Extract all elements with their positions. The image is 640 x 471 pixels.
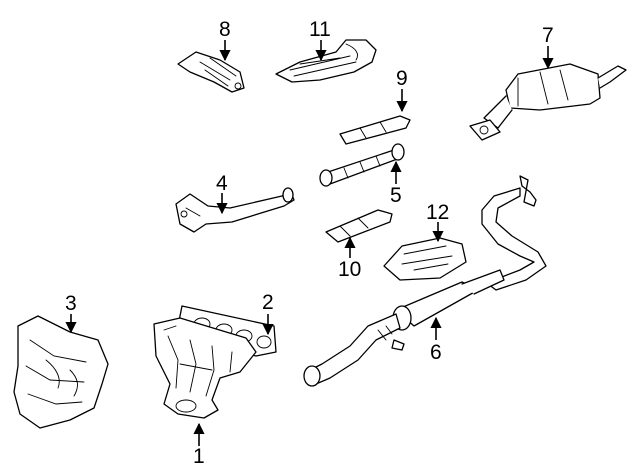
part-1-exhaust-manifold bbox=[153, 317, 257, 419]
callout-8: 8 bbox=[219, 18, 231, 62]
part-7-muffler bbox=[469, 63, 627, 141]
svg-text:12: 12 bbox=[426, 201, 449, 224]
callout-3: 3 bbox=[65, 292, 77, 334]
svg-text:4: 4 bbox=[216, 172, 228, 195]
part-11-heat-shield bbox=[275, 39, 377, 83]
part-5-flex-pipe bbox=[319, 143, 405, 187]
callout-9: 9 bbox=[396, 67, 408, 113]
callout-1: 1 bbox=[193, 422, 205, 468]
svg-text:5: 5 bbox=[390, 184, 402, 207]
part-12-heat-shield bbox=[383, 237, 467, 281]
svg-text:8: 8 bbox=[219, 18, 231, 41]
part-6-center-pipe bbox=[303, 175, 547, 387]
svg-text:9: 9 bbox=[396, 67, 408, 90]
callout-12: 12 bbox=[426, 201, 449, 243]
callout-6: 6 bbox=[430, 316, 442, 364]
svg-text:10: 10 bbox=[338, 258, 361, 281]
svg-text:6: 6 bbox=[430, 341, 442, 364]
part-8-heat-shield bbox=[177, 51, 245, 93]
callout-7: 7 bbox=[542, 24, 554, 70]
part-4-front-pipe bbox=[175, 187, 295, 233]
svg-text:7: 7 bbox=[542, 24, 554, 47]
svg-text:2: 2 bbox=[262, 291, 274, 314]
part-10-heat-cover bbox=[325, 209, 393, 243]
svg-text:1: 1 bbox=[193, 445, 205, 468]
callout-5: 5 bbox=[390, 160, 402, 207]
svg-text:3: 3 bbox=[65, 292, 77, 315]
svg-text:11: 11 bbox=[309, 18, 331, 41]
callout-4: 4 bbox=[216, 172, 228, 215]
callout-11: 11 bbox=[309, 18, 331, 62]
part-9-heat-cover bbox=[339, 115, 411, 145]
callout-10: 10 bbox=[338, 236, 361, 281]
part-3-heat-shield bbox=[13, 315, 109, 429]
callout-2: 2 bbox=[262, 291, 274, 336]
